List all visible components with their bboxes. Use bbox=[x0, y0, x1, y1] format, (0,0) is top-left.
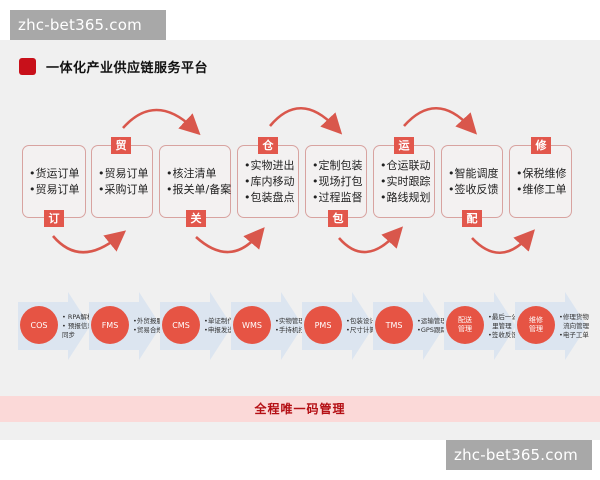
system-item: 流向管理 bbox=[559, 321, 590, 330]
stage-tag-packing: 包 bbox=[328, 210, 348, 227]
watermark-top: zhc-bet365.com bbox=[10, 10, 166, 40]
arc-bottom-2 bbox=[195, 227, 265, 254]
system-badge: 维修 管理 bbox=[517, 306, 555, 344]
stage-item: •贸易订单 bbox=[98, 166, 149, 180]
stage-box-packing: •定制包装 •现场打包 •过程监督 bbox=[305, 145, 367, 218]
stage-item: •报关单/备案 bbox=[166, 182, 232, 196]
stage-item: •包装盘点 bbox=[244, 190, 295, 204]
stage-item: •库内移动 bbox=[244, 174, 295, 188]
system-item: •外贸报服 bbox=[133, 317, 163, 325]
stage-item: •定制包装 bbox=[312, 158, 363, 172]
system-item: •包装设计 bbox=[346, 317, 376, 325]
stage-item: •现场打包 bbox=[312, 174, 363, 188]
stage-item: •采购订单 bbox=[98, 182, 149, 196]
footer-band bbox=[0, 396, 600, 422]
stage-tag-customs: 关 bbox=[186, 210, 206, 227]
stage-item: •实时跟踪 bbox=[380, 174, 431, 188]
system-item: •申报发送 bbox=[204, 326, 234, 334]
stage-item: •实物进出 bbox=[244, 158, 295, 172]
stage-tag-transport: 运 bbox=[394, 137, 414, 154]
stage-box-warehouse: •实物进出 •库内移动 •包装盘点 bbox=[237, 145, 299, 218]
system-badge: TMS bbox=[375, 306, 413, 344]
system-item: •电子工单 bbox=[559, 330, 589, 339]
system-badge: FMS bbox=[91, 306, 129, 344]
arc-top-2 bbox=[269, 106, 343, 135]
stage-item: •贸易订单 bbox=[29, 182, 80, 196]
system-item: •实物管理 bbox=[275, 317, 305, 325]
stage-item: •维修工单 bbox=[516, 182, 567, 196]
system-item: •单证制作 bbox=[204, 317, 234, 325]
system-badge: CMS bbox=[162, 306, 200, 344]
arc-top-3 bbox=[403, 106, 478, 135]
stage-tag-trade: 贸 bbox=[111, 137, 131, 154]
stage-tag-warehouse: 仓 bbox=[258, 137, 278, 154]
stage-tag-order: 订 bbox=[44, 210, 64, 227]
stage-box-trade: •贸易订单 •采购订单 bbox=[91, 145, 153, 218]
system-item: •尺寸计算 bbox=[346, 326, 376, 334]
system-arrow-wms: WMS •实物管理•手持机扫码 bbox=[231, 292, 311, 360]
system-badge: COS bbox=[20, 306, 58, 344]
arc-bottom-3 bbox=[338, 226, 404, 254]
slide-background bbox=[0, 40, 600, 440]
stage-box-delivery: •智能调度 •签收反馈 bbox=[441, 145, 503, 218]
system-item: •最后一公 bbox=[488, 312, 518, 321]
system-item: •贸易合规 bbox=[133, 326, 163, 334]
stage-box-customs: •核注清单 •报关单/备案 bbox=[159, 145, 231, 218]
stage-item: •签收反馈 bbox=[448, 182, 499, 196]
stage-tag-repair: 修 bbox=[531, 137, 551, 154]
arc-bottom-4 bbox=[471, 229, 535, 254]
system-arrow-repair: 维修 管理 •修理货物 流向管理•电子工单 bbox=[515, 292, 590, 360]
system-arrow-pms: PMS •包装设计•尺寸计算 bbox=[302, 292, 376, 360]
system-item: 同步 bbox=[62, 330, 75, 339]
system-item: • 预报信息 bbox=[62, 321, 94, 330]
watermark-bottom: zhc-bet365.com bbox=[446, 440, 592, 470]
stage-box-transport: •仓运联动 •实时跟踪 •路线规划 bbox=[373, 145, 435, 218]
stage-item: •核注清单 bbox=[166, 166, 217, 180]
arc-bottom-1 bbox=[52, 230, 127, 254]
title-marker-icon bbox=[19, 58, 36, 75]
stage-box-repair: •保税维修 •维修工单 bbox=[509, 145, 572, 218]
system-item: • RPA解析 bbox=[62, 312, 94, 321]
stage-item: •路线规划 bbox=[380, 190, 431, 204]
system-arrow-cos: COS • RPA解析• 预报信息 同步 bbox=[18, 292, 94, 360]
system-arrow-fms: FMS •外贸报服•贸易合规 bbox=[89, 292, 163, 360]
system-item: •GPS跟踪 bbox=[417, 326, 447, 334]
system-badge: 配送 管理 bbox=[446, 306, 484, 344]
system-arrow-cms: CMS •单证制作•申报发送 bbox=[160, 292, 234, 360]
system-arrow-tms: TMS •运输管理•GPS跟踪 bbox=[373, 292, 447, 360]
stage-tag-delivery: 配 bbox=[462, 210, 482, 227]
footer-band-text: 全程唯一码管理 bbox=[254, 402, 346, 416]
page-title: 一体化产业供应链服务平台 bbox=[46, 61, 209, 76]
system-badge: PMS bbox=[304, 306, 342, 344]
system-item: •运输管理 bbox=[417, 317, 447, 325]
stage-item: •保税维修 bbox=[516, 166, 567, 180]
stage-item: •过程监督 bbox=[312, 190, 363, 204]
stage-item: •智能调度 bbox=[448, 166, 499, 180]
stage-box-order: •货运订单 •贸易订单 bbox=[22, 145, 86, 218]
stage-item: •仓运联动 bbox=[380, 158, 431, 172]
system-item: 里管理 bbox=[488, 321, 512, 330]
arc-top-1 bbox=[122, 108, 201, 136]
system-item: •签收反馈 bbox=[488, 330, 518, 339]
stage-item: •货运订单 bbox=[29, 166, 80, 180]
system-item: •手持机扫码 bbox=[275, 326, 312, 334]
system-item: •修理货物 bbox=[559, 312, 589, 321]
system-arrow-delivery: 配送 管理 •最后一公 里管理•签收反馈 bbox=[444, 292, 518, 360]
system-badge: WMS bbox=[233, 306, 271, 344]
